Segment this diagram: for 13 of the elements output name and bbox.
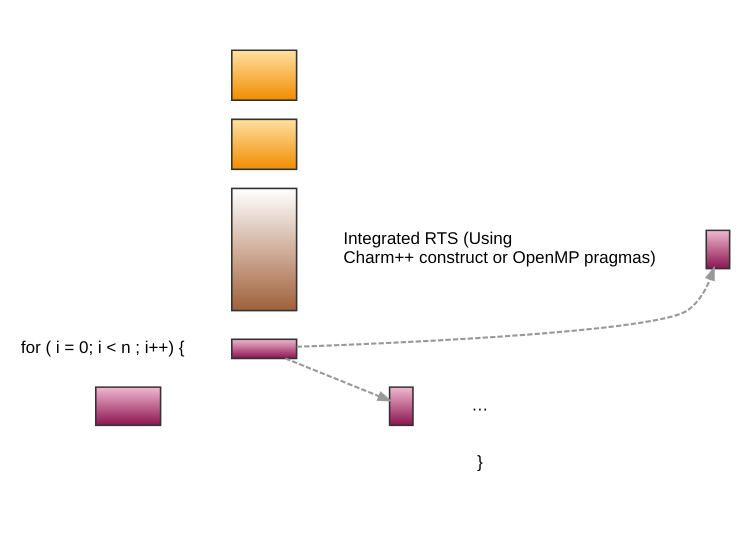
arrow bbox=[296, 266, 715, 348]
label: … bbox=[471, 395, 488, 414]
node-box bbox=[94, 386, 162, 426]
label: } bbox=[477, 452, 483, 472]
arrow bbox=[284, 357, 392, 402]
node-box bbox=[231, 118, 298, 170]
node-box bbox=[231, 338, 298, 360]
node-box bbox=[705, 230, 730, 270]
node-box bbox=[231, 49, 298, 101]
label: Integrated RTS (Using Charm++ construct or OpenMP pragmas) bbox=[343, 228, 656, 268]
node-box bbox=[388, 386, 414, 426]
label: for ( i = 0; i < n ; i++) { bbox=[20, 338, 184, 357]
node-box bbox=[231, 188, 298, 312]
